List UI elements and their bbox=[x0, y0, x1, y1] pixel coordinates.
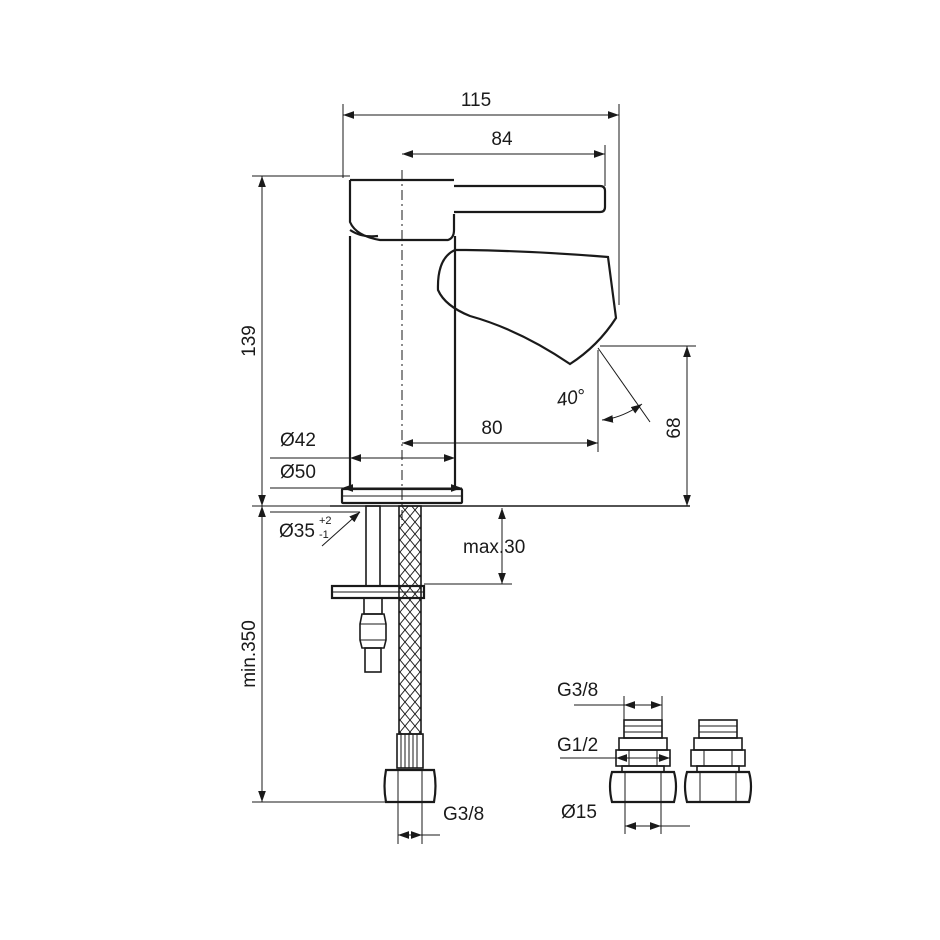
dim-total-length: 115 bbox=[342, 90, 620, 305]
dim-label-68: 68 bbox=[664, 417, 685, 438]
dim-spout-angle: 40° bbox=[555, 347, 651, 423]
dim-spout-projection: 80 bbox=[402, 350, 599, 452]
dim-label-max30: max.30 bbox=[463, 537, 525, 558]
dim-label-d35: Ø35 bbox=[279, 521, 315, 542]
dim-label-d42: Ø42 bbox=[280, 430, 316, 451]
dim-total-height: 139 bbox=[239, 175, 350, 507]
dim-hole-diameter: Ø35 +2 -1 bbox=[270, 511, 361, 547]
adapter-fitting-left bbox=[608, 719, 678, 804]
dim-adapter-g38: G3/8 bbox=[557, 680, 663, 720]
dim-outlet-height: 68 bbox=[600, 345, 696, 506]
mounting-rod bbox=[330, 505, 426, 673]
faucet-spout bbox=[436, 248, 618, 366]
dim-label-40deg: 40° bbox=[555, 386, 587, 412]
dim-label-min350: min.350 bbox=[239, 620, 260, 688]
dim-label-d50: Ø50 bbox=[280, 462, 316, 483]
dim-hose-thread: G3/8 bbox=[397, 802, 484, 844]
dim-base-diameter: Ø50 bbox=[270, 462, 462, 492]
dim-label-115: 115 bbox=[461, 90, 491, 111]
dim-adapter-g12: G1/2 bbox=[557, 735, 670, 762]
dim-handle-reach: 84 bbox=[402, 129, 606, 186]
flexible-hose bbox=[383, 505, 437, 804]
dim-max-deck: max.30 bbox=[424, 508, 525, 585]
dim-label-adapter-g12: G1/2 bbox=[557, 735, 598, 756]
dim-label-adapter-d15: Ø15 bbox=[561, 802, 597, 823]
dim-label-tol-minus: -1 bbox=[319, 529, 329, 541]
dim-label-84: 84 bbox=[491, 129, 513, 150]
dim-adapter-d15: Ø15 bbox=[561, 802, 690, 834]
adapter-fitting-right bbox=[683, 719, 753, 804]
dim-body-diameter: Ø42 bbox=[270, 430, 455, 462]
dim-label-hose-g38: G3/8 bbox=[443, 804, 484, 825]
dim-label-tol-plus: +2 bbox=[319, 515, 332, 527]
dim-label-adapter-g38: G3/8 bbox=[557, 680, 598, 701]
faucet-body bbox=[330, 236, 690, 507]
dim-label-80: 80 bbox=[481, 418, 502, 439]
dim-label-139: 139 bbox=[239, 325, 260, 357]
faucet-handle bbox=[348, 178, 607, 242]
dim-min-hose: min.350 bbox=[239, 506, 386, 803]
